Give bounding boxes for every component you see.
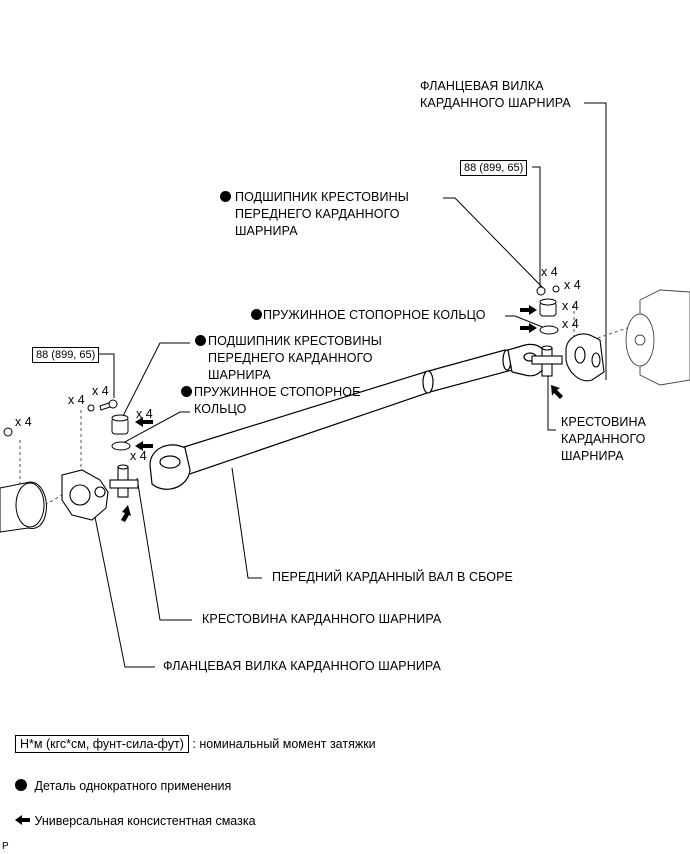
front-flange-yoke xyxy=(61,469,109,521)
grease-arrow-icon xyxy=(15,815,30,825)
front-spider xyxy=(109,464,139,498)
footer-mark: P xyxy=(2,841,9,852)
leader-front-flange xyxy=(93,511,155,668)
qty-rear-bearing: x 4 xyxy=(562,299,579,313)
grease-arrows xyxy=(121,305,563,522)
rear-snap-ring xyxy=(539,325,559,335)
rear-nut-washer xyxy=(536,285,560,296)
left-driveshaft-flange xyxy=(0,481,47,533)
leader-rear-torque xyxy=(532,166,541,288)
grease-arrow-icon xyxy=(551,385,563,399)
leader-front-spider xyxy=(136,477,192,621)
legend-non-reusable: Деталь однократного применения xyxy=(15,778,231,795)
qty-rear-washer: x 4 xyxy=(564,278,581,292)
grease-arrow-icon xyxy=(121,505,131,522)
label-rear-flange-yoke: ФЛАНЦЕВАЯ ВИЛКА КАРДАННОГО ШАРНИРА xyxy=(420,79,571,110)
rear-spider xyxy=(531,345,563,377)
non-reusable-dot-icon xyxy=(181,386,192,397)
label-shaft-assembly: ПЕРЕДНИЙ КАРДАННЫЙ ВАЛ В СБОРЕ xyxy=(272,570,513,584)
left-nut xyxy=(3,427,13,437)
torque-spec-rear: 88 (899, 65) xyxy=(460,160,528,176)
grease-arrow-icon xyxy=(520,323,537,333)
label-front-snap-ring: ПРУЖИННОЕ СТОПОРНОЕ КОЛЬЦО xyxy=(181,384,361,418)
non-reusable-dot-icon xyxy=(220,191,231,202)
rear-flange-yoke xyxy=(565,333,605,382)
leader-front-snap-ring xyxy=(122,411,190,444)
torque-spec-front: 88 (899, 65) xyxy=(32,347,100,363)
non-reusable-dot-icon xyxy=(15,779,27,791)
label-front-flange-yoke: ФЛАНЦЕВАЯ ВИЛКА КАРДАННОГО ШАРНИРА xyxy=(163,659,441,673)
propeller-shaft xyxy=(149,343,547,490)
qty-rear-snap-ring: x 4 xyxy=(562,317,579,331)
front-bolt xyxy=(87,399,118,412)
legend-grease: Универсальная консистентная смазка xyxy=(15,813,256,830)
leader-rear-bearing xyxy=(443,197,546,291)
rear-bearing-cup xyxy=(539,298,557,317)
label-rear-snap-ring: ПРУЖИННОЕ СТОПОРНОЕ КОЛЬЦО xyxy=(251,307,486,324)
legend-torque-desc: : номинальный момент затяжки xyxy=(192,737,376,751)
leader-front-torque xyxy=(99,353,115,398)
qty-front-washer: x 4 xyxy=(68,393,85,407)
leader-rear-spider xyxy=(547,372,556,431)
legend-torque-unit: Н*м (кгс*см, фунт-сила-фут) xyxy=(15,735,189,753)
non-reusable-dot-icon xyxy=(195,335,206,346)
transfer-case xyxy=(625,289,690,386)
legend-torque: Н*м (кгс*см, фунт-сила-фут) : номинальны… xyxy=(15,735,376,753)
non-reusable-dot-icon xyxy=(251,309,262,320)
qty-rear-nut: x 4 xyxy=(541,265,558,279)
qty-front-snap-ring: x 4 xyxy=(130,449,147,463)
label-rear-bearing: ПОДШИПНИК КРЕСТОВИНЫ ПЕРЕДНЕГО КАРДАННОГ… xyxy=(220,189,409,240)
leader-shaft xyxy=(231,467,262,579)
grease-arrow-icon xyxy=(135,417,153,427)
leader-front-bearing xyxy=(120,342,190,421)
label-front-spider: КРЕСТОВИНА КАРДАННОГО ШАРНИРА xyxy=(202,612,442,626)
leader-rear-flange-yoke xyxy=(584,102,607,380)
grease-arrow-icon xyxy=(520,305,537,315)
qty-front-bolt: x 4 xyxy=(92,384,109,398)
qty-front-bearing: x 4 xyxy=(136,407,153,421)
grease-arrow-icon xyxy=(135,441,153,451)
qty-left-nut: x 4 xyxy=(15,415,32,429)
leader-rear-snap-ring xyxy=(505,315,546,329)
front-snap-ring xyxy=(111,441,131,451)
label-front-bearing: ПОДШИПНИК КРЕСТОВИНЫ ПЕРЕДНЕГО КАРДАННОГ… xyxy=(195,333,382,384)
leader-lines xyxy=(93,102,607,668)
front-bearing-cup xyxy=(111,414,129,435)
label-rear-spider: КРЕСТОВИНА КАРДАННОГО ШАРНИРА xyxy=(561,415,647,463)
